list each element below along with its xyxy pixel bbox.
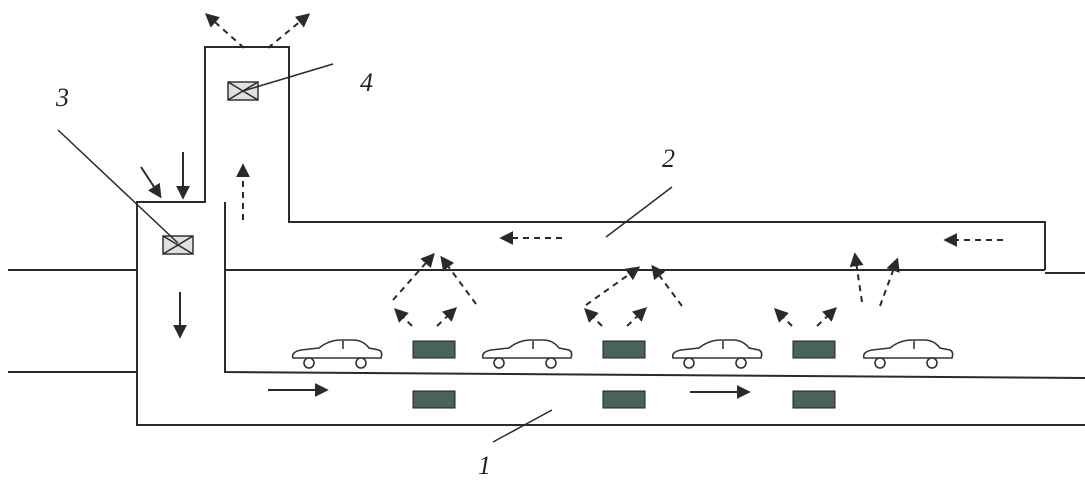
car	[481, 339, 573, 369]
jet-3-out-right	[816, 307, 838, 327]
jet-fan-bottom-2	[602, 390, 646, 409]
jet-2-out-left	[584, 308, 603, 327]
jet-3-out-left	[774, 308, 793, 327]
jet-fans	[412, 340, 836, 409]
label-2: 2	[662, 144, 675, 173]
leader-line-4	[242, 63, 334, 92]
tunnel-inner-floor	[224, 270, 1085, 379]
car	[671, 339, 763, 369]
leader-line-1	[492, 409, 553, 443]
intake-3-right	[879, 257, 900, 307]
jet-1-out-left	[394, 308, 413, 327]
jet-fan-top-1	[412, 340, 456, 359]
intake-3-left	[849, 252, 864, 303]
fan-box-3	[162, 235, 194, 255]
tunnel-outer-wall	[136, 270, 1085, 426]
jet-fan-bottom-3	[792, 390, 836, 409]
jet-1-out-right	[436, 307, 458, 327]
inlet-arrow-diagonal	[140, 166, 162, 199]
leader-line-2	[605, 186, 673, 238]
exhaust-out-right	[267, 13, 311, 49]
intake-2-left	[585, 266, 641, 306]
label-4: 4	[360, 68, 373, 97]
car	[291, 339, 383, 369]
jet-fan-top-2	[602, 340, 646, 359]
jet-fan-top-3	[792, 340, 836, 359]
jet-2-out-right	[626, 307, 648, 327]
intake-1-left	[392, 252, 435, 301]
car-partial	[100, 338, 189, 366]
jet-fan-bottom-1	[412, 390, 456, 409]
solid-flow-arrows	[140, 152, 751, 399]
car	[862, 339, 954, 369]
intake-2-right	[651, 264, 683, 307]
exhaust-out-left	[204, 13, 245, 49]
exhaust-duct-outline	[136, 46, 1046, 270]
label-3: 3	[55, 83, 69, 112]
leader-line-3	[57, 129, 179, 244]
label-1: 1	[478, 451, 491, 480]
intake-1-right	[440, 255, 477, 305]
dashed-exhaust-arrows	[204, 13, 1003, 327]
